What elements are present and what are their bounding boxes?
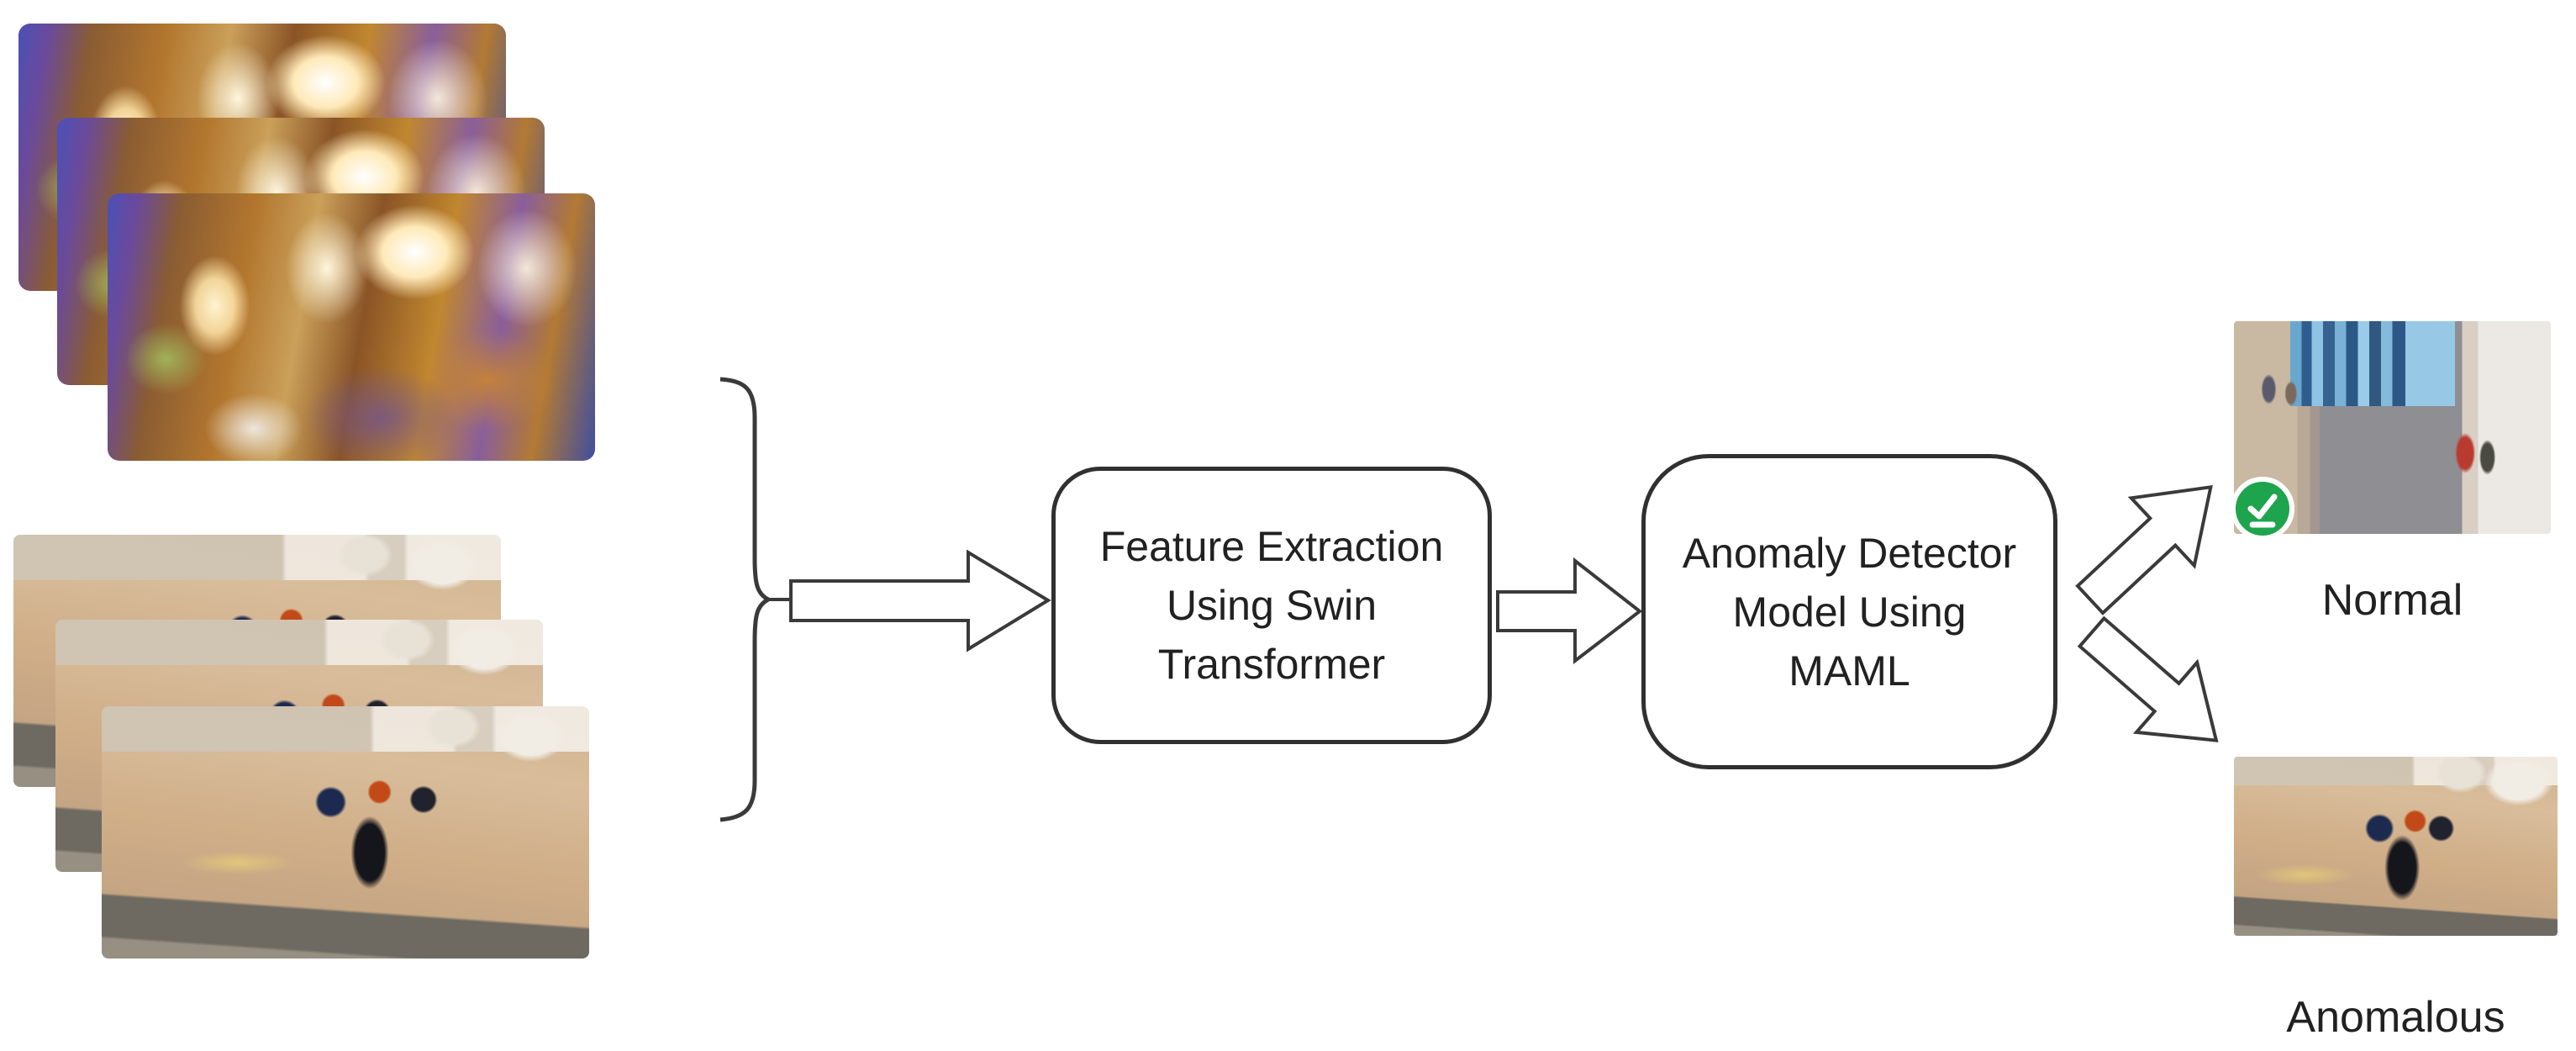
anomaly-detector-box: Anomaly Detector Model Using MAML xyxy=(1641,454,2057,769)
curly-brace xyxy=(719,377,773,822)
feature-extraction-box: Feature Extraction Using Swin Transforme… xyxy=(1051,467,1492,744)
feature-extraction-label-line2: Using Swin xyxy=(1166,582,1378,629)
normal-label: Normal xyxy=(2321,576,2463,625)
anomalous-output-image xyxy=(2234,757,2558,936)
check-icon xyxy=(2247,494,2278,528)
arrow-detector-to-normal xyxy=(2075,484,2213,615)
anomalous-label: Anomalous xyxy=(2286,993,2505,1042)
anomaly-detector-label-line2: Model Using xyxy=(1732,588,1967,636)
video-frame-street-3 xyxy=(102,706,589,959)
feature-extraction-label-line3: Transformer xyxy=(1157,641,1386,688)
anomaly-detector-label-line1: Anomaly Detector xyxy=(1682,529,2017,577)
video-frame-indoor-3 xyxy=(108,193,595,461)
anomaly-detector-label-line3: MAML xyxy=(1788,647,1910,695)
check-badge xyxy=(2231,477,2294,541)
arrow-feature-extraction-to-detector xyxy=(1496,557,1643,665)
arrow-detector-to-anomalous xyxy=(2077,615,2219,742)
arrow-inputs-to-feature-extraction xyxy=(789,549,1051,652)
feature-extraction-label-line1: Feature Extraction xyxy=(1099,523,1444,570)
